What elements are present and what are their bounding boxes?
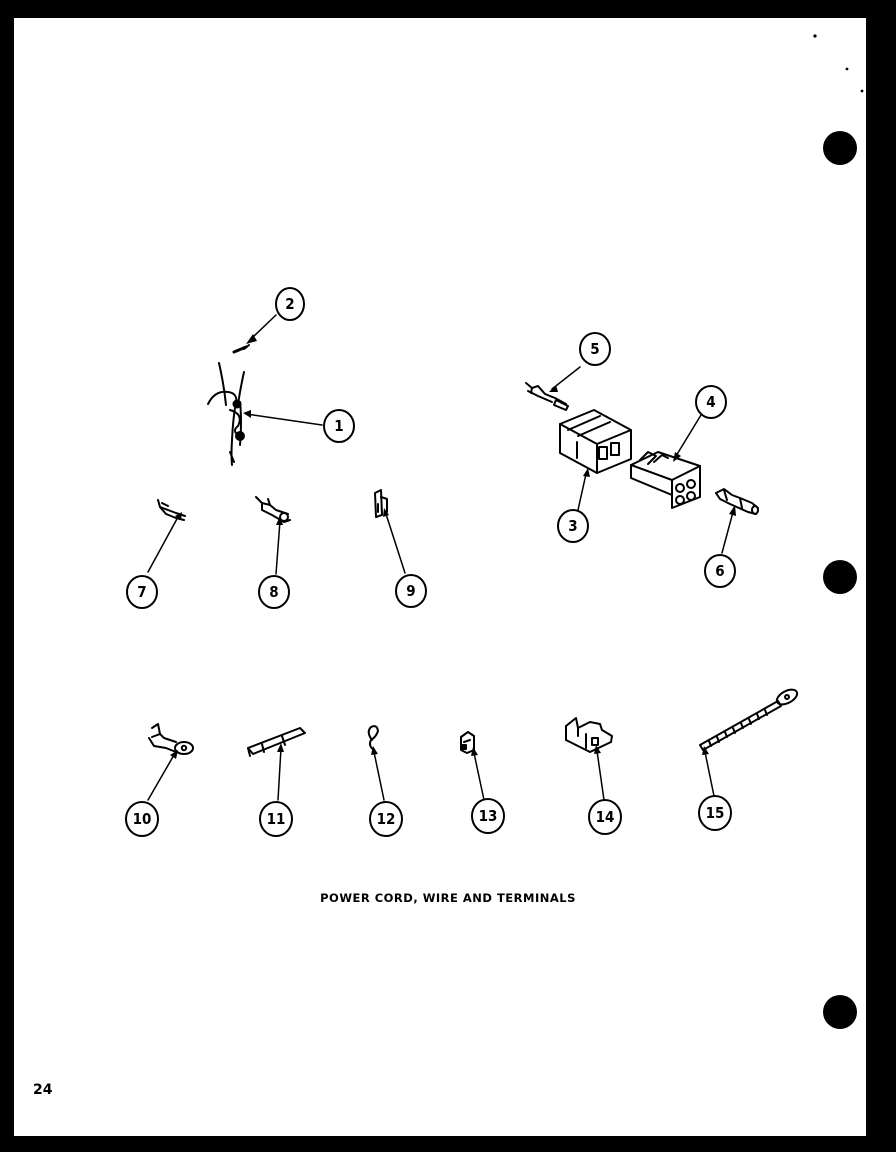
part-4-connector-housing: [630, 451, 701, 509]
callout-14: 14: [588, 799, 622, 835]
part-5-terminal: [525, 382, 569, 411]
leader-lines: [147, 314, 734, 801]
part-15-cable-tie: [699, 688, 799, 751]
part-13-connector: [460, 731, 475, 754]
svg-text:6: 6: [715, 562, 724, 580]
svg-text:9: 9: [406, 582, 415, 600]
svg-text:12: 12: [377, 810, 396, 828]
binder-hole-bottom: [823, 995, 857, 1029]
diagram-caption: POWER CORD, WIRE AND TERMINALS: [320, 891, 576, 905]
page-number: 24: [33, 1082, 53, 1098]
callout-9: 9: [395, 574, 427, 608]
svg-text:13: 13: [479, 807, 498, 825]
callout-7: 7: [126, 575, 158, 609]
callout-13: 13: [471, 798, 505, 834]
callout-15: 15: [698, 795, 732, 831]
part-6-terminal: [715, 488, 759, 515]
part-1-power-cord: [207, 362, 245, 466]
callout-2: 2: [275, 287, 305, 321]
part-8-terminal: [255, 496, 291, 523]
binder-hole-middle: [823, 560, 857, 594]
speck: [860, 89, 864, 93]
svg-text:5: 5: [590, 340, 599, 358]
svg-text:1: 1: [334, 417, 343, 435]
callout-12: 12: [369, 801, 403, 837]
svg-text:10: 10: [133, 810, 152, 828]
svg-text:8: 8: [269, 583, 278, 601]
part-11-butt-connector: [247, 727, 306, 757]
callout-10: 10: [125, 801, 159, 837]
svg-text:7: 7: [137, 583, 146, 601]
callout-5: 5: [579, 332, 611, 366]
callout-1: 1: [323, 409, 355, 443]
callout-4: 4: [695, 385, 727, 419]
part-9-terminal: [374, 489, 388, 518]
part-12-clip: [367, 725, 379, 751]
svg-text:4: 4: [706, 393, 715, 411]
svg-text:3: 3: [568, 517, 577, 535]
svg-text:2: 2: [285, 295, 294, 313]
callout-3: 3: [557, 509, 589, 543]
speck: [845, 67, 849, 71]
svg-text:14: 14: [596, 808, 615, 826]
speck: [813, 34, 817, 38]
part-2-terminal: [232, 344, 250, 354]
part-3-connector-housing: [559, 409, 632, 474]
svg-text:15: 15: [706, 804, 725, 822]
binder-hole-top: [823, 131, 857, 165]
part-10-ring-terminal: [148, 723, 194, 755]
arrowheads: [170, 334, 736, 759]
callout-11: 11: [259, 801, 293, 837]
callout-6: 6: [704, 554, 736, 588]
callout-8: 8: [258, 575, 290, 609]
svg-text:11: 11: [267, 810, 286, 828]
part-14-bracket: [565, 717, 613, 753]
